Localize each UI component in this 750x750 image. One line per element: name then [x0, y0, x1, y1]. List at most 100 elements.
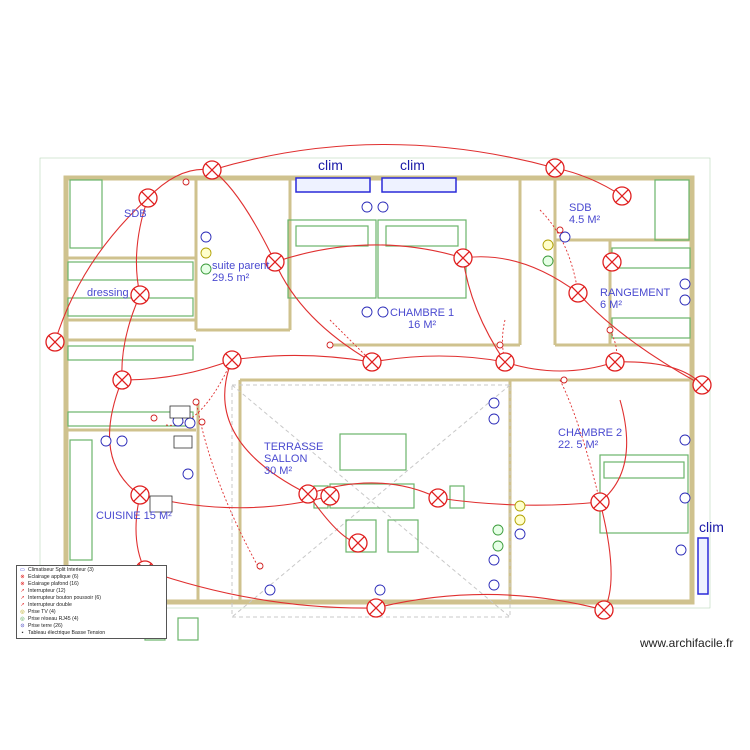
tv-socket-icon [514, 500, 526, 512]
socket-icon [488, 554, 500, 566]
clim-unit-1 [295, 177, 371, 193]
legend-symbol: ⊙ [20, 623, 25, 629]
switches [150, 178, 614, 570]
legend-label: Eclairage plafond (16) [28, 581, 79, 587]
rj45-socket-icon [492, 524, 504, 536]
light-icon [362, 352, 382, 372]
room-label-sdb-left: SDB [124, 208, 147, 220]
socket-icon [377, 201, 389, 213]
socket-icon [361, 201, 373, 213]
legend-label: Eclairage applique (6) [28, 574, 79, 580]
legend-row: ⊗Eclairage applique (6) [19, 574, 78, 581]
tv-socket-icon [514, 514, 526, 526]
light-icon [453, 248, 473, 268]
air-conditioners [295, 177, 709, 595]
legend-symbol: ▭ [20, 567, 25, 573]
socket-icon [200, 231, 212, 243]
light-icon [222, 350, 242, 370]
light-icon [594, 600, 614, 620]
room-label-suite-parent: suite parent 29.5 m² [212, 260, 270, 284]
light-icon [112, 370, 132, 390]
legend-row: ▭Climatiseur Split Interieur (3) [19, 567, 94, 574]
socket-icon [675, 544, 687, 556]
socket-icon [488, 413, 500, 425]
watermark: www.archifacile.fr [640, 636, 734, 650]
walls [63, 175, 695, 605]
light-icon [45, 332, 65, 352]
switch-icon [556, 226, 564, 234]
light-icon [366, 598, 386, 618]
sockets [100, 201, 691, 596]
legend-symbol: ▪ [21, 630, 24, 636]
clim-label-3: clim [699, 519, 724, 535]
legend-row: ↗Interrupteur (12) [19, 588, 65, 595]
room-label-chambre1: CHAMBRE 1 16 M² [390, 307, 455, 331]
light-icon [348, 533, 368, 553]
socket-icon [377, 306, 389, 318]
light-icon [130, 285, 150, 305]
switch-icon [192, 398, 200, 406]
legend-label: Prise TV (4) [28, 609, 56, 615]
socket-icon [559, 231, 571, 243]
legend-label: Interrupteur bouton poussoir (6) [28, 595, 101, 601]
switch-icon [560, 376, 568, 384]
terrace-outline [231, 384, 511, 618]
socket-icon [679, 434, 691, 446]
clim-unit-3 [697, 537, 709, 595]
room-label-cuisine: CUISINE 15 M² [96, 510, 172, 522]
socket-icon [679, 278, 691, 290]
rj45-socket-icon [200, 263, 212, 275]
socket-icon [184, 417, 196, 429]
legend-symbol: ↗ [20, 595, 25, 601]
light-icon [130, 485, 150, 505]
legend-symbol: ◎ [20, 616, 25, 622]
legend-row: ▪Tableau électrique Basse Tension [19, 630, 106, 637]
circuit-wiring [54, 143, 703, 611]
socket-icon [100, 435, 112, 447]
clim-label-2: clim [400, 157, 425, 173]
room-label-dressing: dressing [87, 287, 129, 299]
switch-icon [606, 326, 614, 334]
legend-label: Interrupteur double [28, 602, 72, 608]
legend-label: Interrupteur (12) [28, 588, 66, 594]
light-icon [590, 492, 610, 512]
rj45-socket-icon [542, 255, 554, 267]
legend-row: ↗Interrupteur double [19, 602, 72, 609]
switch-icon [182, 178, 190, 186]
room-label-chambre2: CHAMBRE 2 22. 5 M² [558, 427, 623, 451]
light-icon [265, 252, 285, 272]
switch-icon [326, 341, 334, 349]
light-icon [602, 252, 622, 272]
legend-symbol: ◎ [20, 609, 25, 615]
legend-row: ⊗Eclairage plafond (16) [19, 581, 79, 588]
socket-icon [514, 528, 526, 540]
legend-label: Prise réseau RJ45 (4) [28, 616, 79, 622]
switch-icon [256, 562, 264, 570]
socket-icon [264, 584, 276, 596]
light-fixtures [45, 158, 712, 620]
light-icon [605, 352, 625, 372]
socket-icon [361, 306, 373, 318]
clim-label-1: clim [318, 157, 343, 173]
light-icon [495, 352, 515, 372]
socket-icon [679, 492, 691, 504]
tv-network-sockets [200, 239, 554, 552]
socket-icon [182, 468, 194, 480]
circuit-wiring-dotted [165, 209, 618, 571]
light-icon [202, 160, 222, 180]
legend-symbol: ⊗ [20, 581, 25, 587]
light-icon [428, 488, 448, 508]
electrical-panel [149, 405, 193, 513]
inner-walls [66, 178, 692, 602]
light-icon [138, 188, 158, 208]
legend-symbol: ⊗ [20, 574, 25, 580]
room-label-sdb-right: SDB 4.5 M² [569, 202, 601, 226]
rj45-socket-icon [492, 540, 504, 552]
light-icon [612, 186, 632, 206]
tv-socket-icon [542, 239, 554, 251]
legend-label: Prise terre (26) [28, 623, 63, 629]
legend-symbol: ↗ [20, 602, 25, 608]
socket-icon [488, 397, 500, 409]
socket-icon [679, 294, 691, 306]
